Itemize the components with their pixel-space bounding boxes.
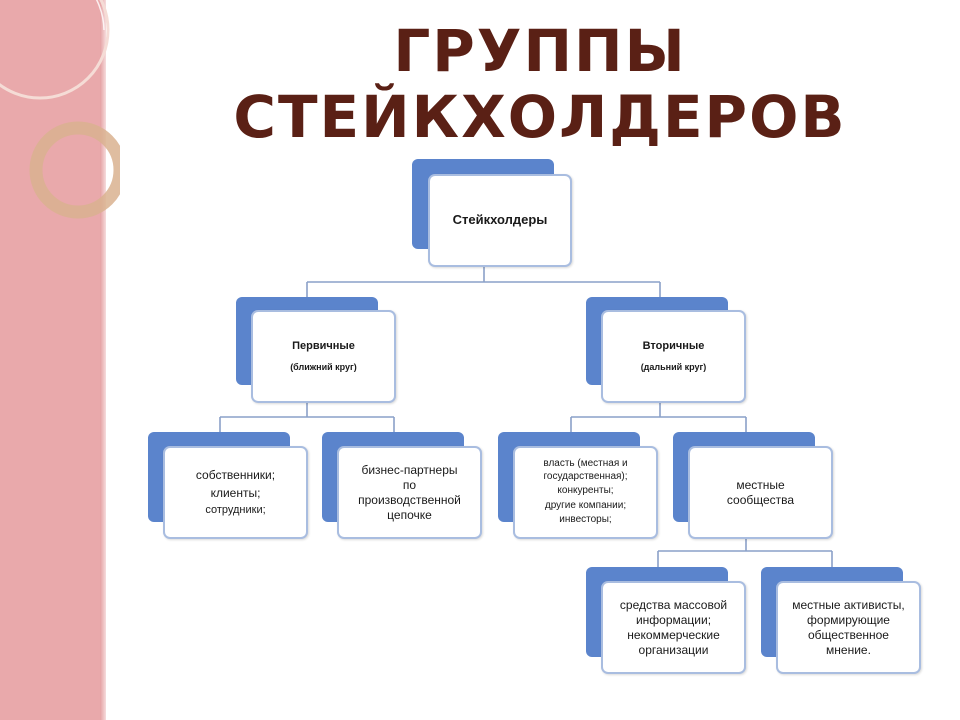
node-media: средства массовой информации; некоммерче… [586, 567, 746, 674]
decorative-rings [0, 0, 120, 219]
decorative-side-band [0, 0, 106, 720]
node-secondary: Вторичные (дальний круг) [586, 297, 746, 403]
node-card: Стейкхолдеры [428, 174, 572, 267]
node-authorities: власть (местная и государственная); конк… [498, 432, 658, 539]
node-authorities-line-5: инвесторы; [559, 514, 612, 526]
node-primary: Первичные (ближний круг) [236, 297, 396, 403]
node-card: бизнес-партнеры по производственной цепо… [337, 446, 482, 539]
node-partners-line-2: по [402, 477, 417, 492]
node-card: местные активисты, формирующие обществен… [776, 581, 921, 674]
node-communities: местные сообщества [673, 432, 833, 539]
decorative-ring-large [0, 0, 110, 100]
node-card: местные сообщества [688, 446, 833, 539]
node-stakeholders-label: Стейкхолдеры [452, 212, 548, 228]
node-activists-line-3: общественное [808, 627, 889, 642]
node-stakeholders: Стейкхолдеры [412, 159, 572, 267]
node-activists-line-4: мнение. [826, 642, 871, 657]
node-partners-line-4: цепочке [387, 507, 432, 522]
node-authorities-line-1: власть (местная и [543, 458, 628, 470]
node-owners-line-3: сотрудники; [205, 503, 266, 516]
node-owners: собственники; клиенты; сотрудники; [148, 432, 308, 539]
node-owners-line-1: собственники; [195, 467, 276, 482]
node-card: Первичные (ближний круг) [251, 310, 396, 403]
node-media-line-1: средства массовой [619, 597, 728, 612]
decorative-arc [95, 0, 105, 31]
node-authorities-line-4: другие компании; [544, 499, 627, 511]
node-activists-line-2: формирующие [807, 612, 890, 627]
node-partners-line-1: бизнес-партнеры [361, 462, 458, 477]
slide-title: ГРУППЫ СТЕЙКХОЛДЕРОВ [200, 18, 880, 150]
node-authorities-line-2: государственная); [543, 470, 628, 482]
node-authorities-line-3: конкуренты; [557, 485, 614, 497]
node-primary-sublabel: (ближний круг) [290, 361, 357, 372]
node-card: власть (местная и государственная); конк… [513, 446, 658, 539]
title-line-2: СТЕЙКХОЛДЕРОВ [233, 83, 847, 151]
decorative-ring-gold [29, 121, 120, 219]
node-activists-line-1: местные активисты, [792, 597, 905, 612]
node-partners-line-3: производственной [358, 492, 461, 507]
node-communities-line-2: сообщества [726, 492, 795, 507]
node-primary-label: Первичные [292, 340, 355, 352]
node-media-line-4: организации [638, 642, 709, 657]
node-owners-line-2: клиенты; [210, 485, 261, 500]
node-secondary-label: Вторичные [642, 340, 705, 352]
node-communities-line-1: местные [736, 477, 785, 492]
node-media-line-2: информации; [635, 612, 712, 627]
node-card: собственники; клиенты; сотрудники; [163, 446, 308, 539]
decorative-side-edge [100, 0, 106, 720]
node-card: средства массовой информации; некоммерче… [601, 581, 746, 674]
node-card: Вторичные (дальний круг) [601, 310, 746, 403]
node-media-line-3: некоммерческие [627, 627, 720, 642]
title-line-1: ГРУППЫ [393, 17, 687, 85]
node-activists: местные активисты, формирующие обществен… [761, 567, 921, 674]
node-partners: бизнес-партнеры по производственной цепо… [322, 432, 482, 539]
node-secondary-sublabel: (дальний круг) [640, 361, 707, 372]
